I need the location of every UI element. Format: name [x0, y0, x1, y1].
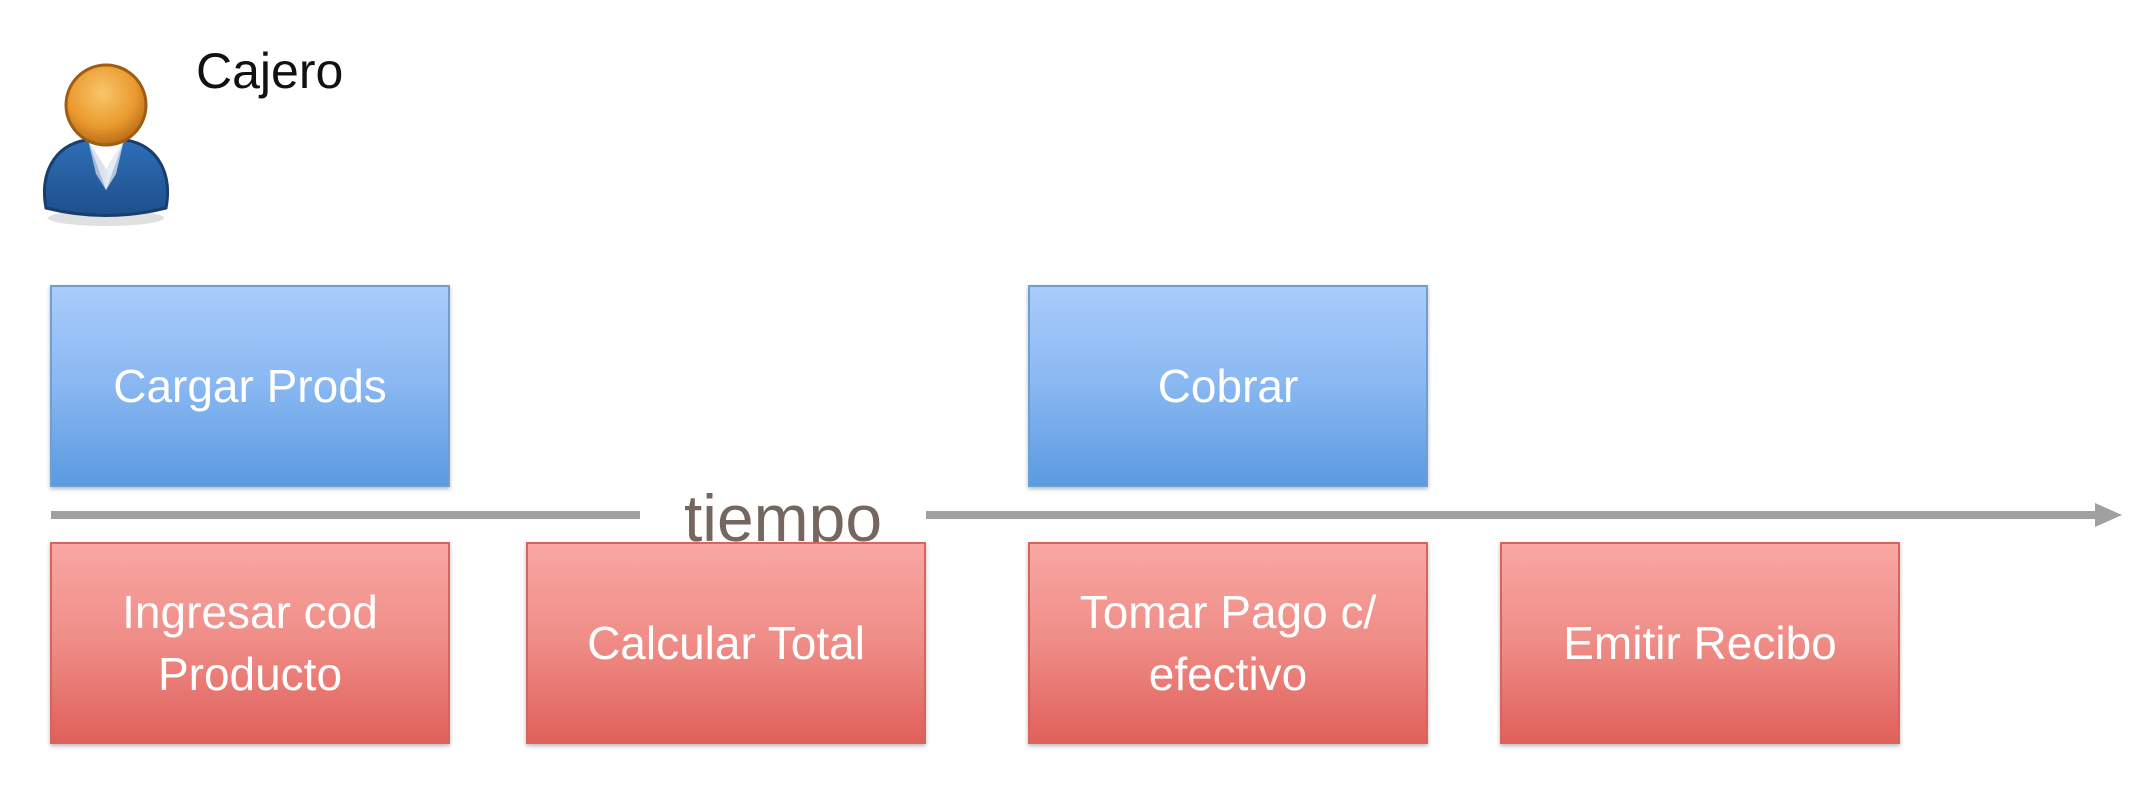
activity-label: Emitir Recibo [1563, 616, 1837, 669]
activity-cobrar: Cobrar [1028, 285, 1428, 487]
activity-label: Calcular Total [587, 616, 865, 669]
activity-calcular-total: Calcular Total [526, 542, 926, 744]
activity-ingresar-cod-producto: Ingresar cod Producto [50, 542, 450, 744]
activity-tomar-pago: Tomar Pago c/ efectivo [1028, 542, 1428, 744]
activity-label: Ingresar cod Producto [122, 585, 378, 700]
actor-label: Cajero [196, 43, 344, 99]
activity-label: Tomar Pago c/ efectivo [1079, 585, 1377, 700]
activity-emitir-recibo: Emitir Recibo [1500, 542, 1900, 744]
user-icon [38, 58, 174, 228]
activity-label: Cargar Prods [113, 359, 387, 412]
activity-label: Cobrar [1157, 359, 1299, 412]
activity-cargar-prods: Cargar Prods [50, 285, 450, 487]
